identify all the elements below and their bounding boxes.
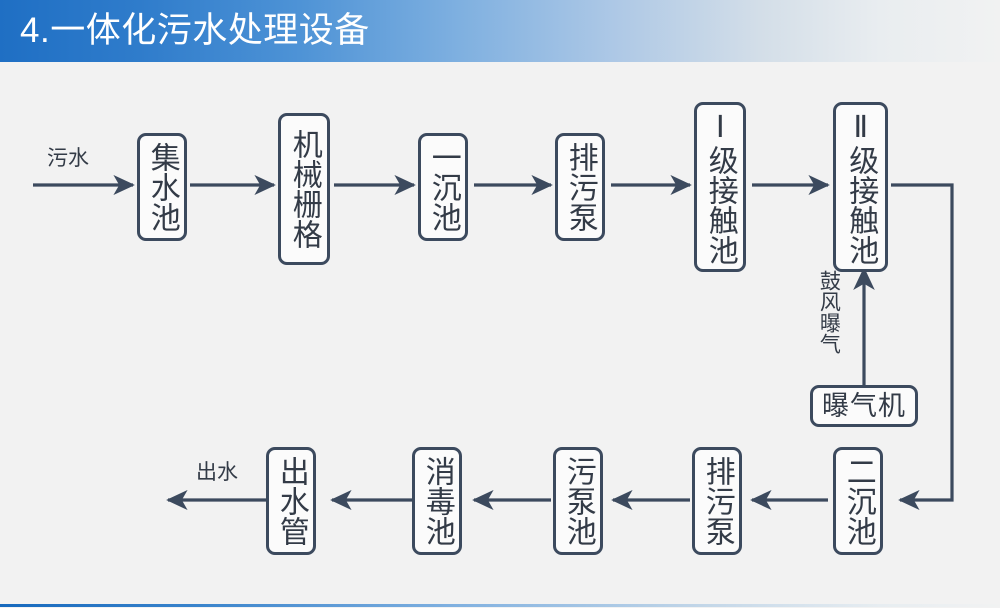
process-box-baoqiji[interactable]: 曝气机 xyxy=(810,385,918,427)
process-box-chushuiguan[interactable]: 出水管 xyxy=(266,447,316,555)
process-box-label: 集水池 xyxy=(145,142,179,232)
process-box-label: 污泵池 xyxy=(561,456,595,546)
connector-layer xyxy=(33,174,954,511)
process-box-label: 消毒池 xyxy=(420,456,454,546)
process-box-label: 一沉池 xyxy=(426,142,460,232)
footer-rule xyxy=(0,604,1000,607)
process-box-paiwubeng-bottom[interactable]: 排污泵 xyxy=(692,447,742,555)
process-box-label: 出水管 xyxy=(274,456,308,546)
process-box-yijijiechuchi[interactable]: Ⅰ级接触池 xyxy=(694,102,746,272)
process-box-wubengchi[interactable]: 污泵池 xyxy=(553,447,603,555)
edge-label-inlet: 污水 xyxy=(47,147,89,170)
process-box-label: Ⅱ级接触池 xyxy=(844,109,878,265)
process-box-jixieshange[interactable]: 机械栅格 xyxy=(278,113,330,265)
elbow-erji-to-erchen xyxy=(891,183,954,511)
edge-label-aeration: 鼓风曝气 xyxy=(817,270,841,354)
page-title: 4.一体化污水处理设备 xyxy=(20,11,370,50)
process-box-label: 排污泵 xyxy=(700,456,734,546)
process-box-label: 二沉池 xyxy=(841,456,875,546)
process-box-paiwubeng-top[interactable]: 排污泵 xyxy=(555,133,605,241)
process-box-erjijiechuchi[interactable]: Ⅱ级接触池 xyxy=(833,102,888,272)
process-box-label: 曝气机 xyxy=(822,390,906,421)
process-box-erchenchi[interactable]: 二沉池 xyxy=(833,447,883,555)
header-banner: 4.一体化污水处理设备 xyxy=(0,0,1000,62)
process-box-label: 排污泵 xyxy=(563,142,597,232)
edge-label-outlet: 出水 xyxy=(196,461,238,484)
process-box-label: 机械栅格 xyxy=(287,129,321,249)
process-box-yichenchi[interactable]: 一沉池 xyxy=(418,133,468,241)
process-box-xiaodupu[interactable]: 消毒池 xyxy=(412,447,462,555)
process-flow-diagram: 集水池 机械栅格 一沉池 排污泵 Ⅰ级接触池 Ⅱ级接触池 曝气机 出水管 消毒池… xyxy=(0,62,1000,604)
process-box-jishuichi[interactable]: 集水池 xyxy=(137,133,187,241)
process-box-label: Ⅰ级接触池 xyxy=(703,109,737,265)
